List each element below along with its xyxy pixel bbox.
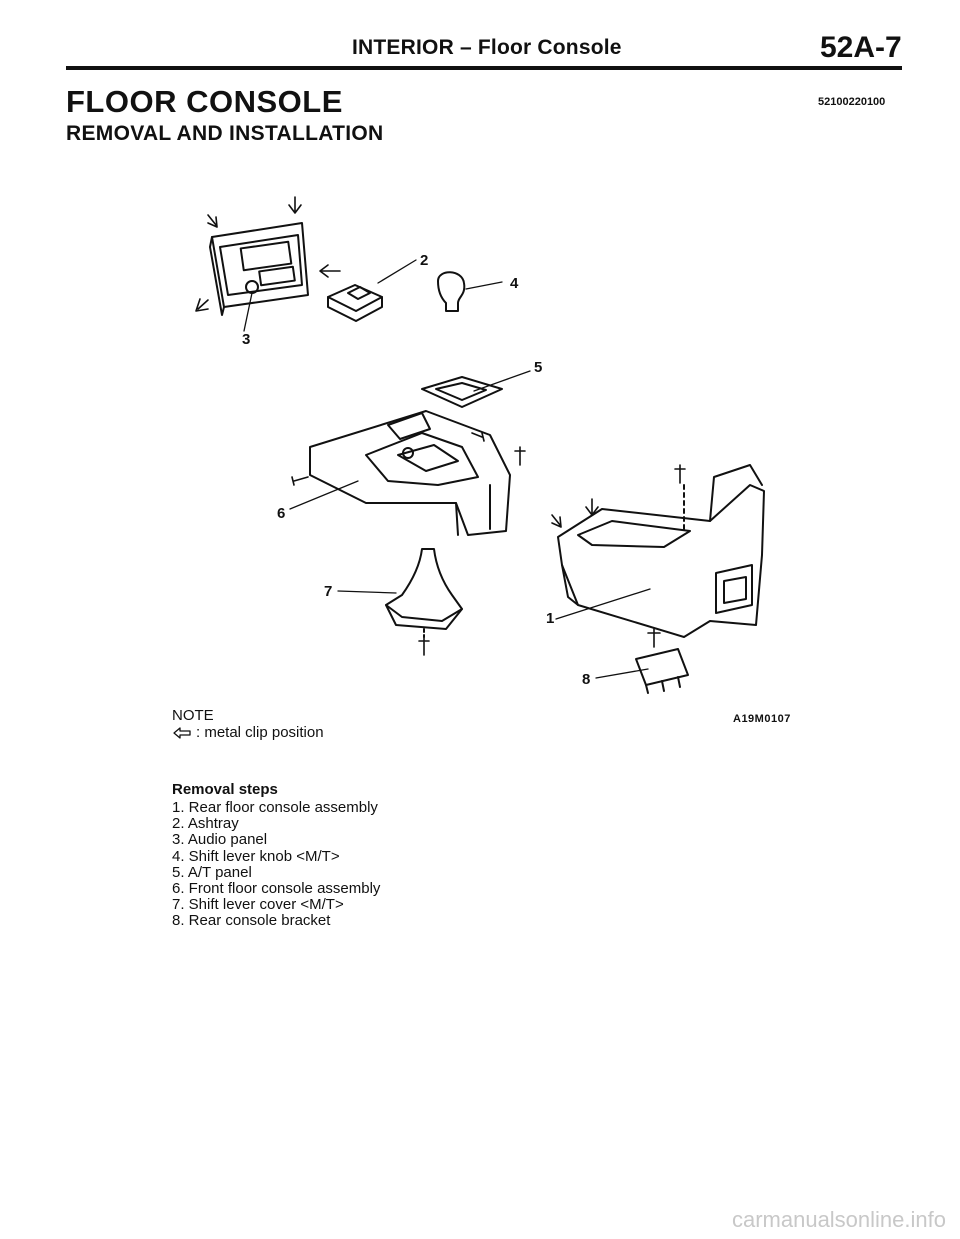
callout-8: 8 (582, 671, 590, 688)
section-subtitle: REMOVAL AND INSTALLATION (66, 122, 384, 145)
removal-steps-title: Removal steps (172, 781, 278, 798)
removal-steps-list: 1. Rear floor console assembly 2. Ashtra… (172, 799, 381, 930)
page-header-title: INTERIOR – Floor Console (352, 36, 622, 59)
rear-console-part (557, 464, 765, 638)
metal-clip-arrow-icon (195, 196, 341, 312)
metal-clip-arrow-icon (173, 726, 191, 739)
figure-code: A19M0107 (733, 713, 791, 725)
removal-step: 8. Rear console bracket (172, 912, 331, 930)
removal-step: 1. Rear floor console assembly (172, 799, 378, 816)
removal-step: 2. Ashtray (172, 815, 239, 833)
removal-step: 7. Shift lever cover <M/T> (172, 896, 344, 914)
document-id: 52100220100 (818, 96, 886, 108)
removal-step: 3. Audio panel (172, 831, 268, 849)
shift-knob-part (437, 271, 466, 312)
exploded-view-figure: 2 4 3 5 6 7 1 8 (195, 196, 765, 694)
callout-7: 7 (324, 583, 332, 600)
callout-6: 6 (277, 505, 285, 522)
callout-3: 3 (242, 331, 250, 348)
callout-4: 4 (510, 275, 519, 292)
shift-cover-part (385, 548, 463, 638)
front-console-part (309, 410, 511, 536)
section-title: FLOOR CONSOLE (66, 84, 343, 119)
note-label: NOTE (172, 707, 214, 724)
callout-2: 2 (420, 252, 428, 269)
at-panel-part (421, 376, 503, 408)
callout-1: 1 (546, 610, 554, 627)
audio-panel-part (209, 222, 309, 316)
note-legend: : metal clip position (172, 724, 324, 741)
callout-5: 5 (534, 359, 542, 376)
ashtray-part (327, 284, 383, 322)
removal-step: 4. Shift lever knob <M/T> (172, 847, 340, 865)
rear-bracket-part (635, 648, 689, 694)
header-divider (66, 66, 902, 70)
removal-step: 5. A/T panel (172, 863, 252, 881)
removal-step: 6. Front floor console assembly (172, 880, 381, 898)
page-number: 52A-7 (820, 31, 902, 64)
note-legend-text: : metal clip position (196, 724, 324, 741)
screw-fasteners (291, 432, 686, 656)
watermark: carmanualsonline.info (731, 1207, 946, 1232)
